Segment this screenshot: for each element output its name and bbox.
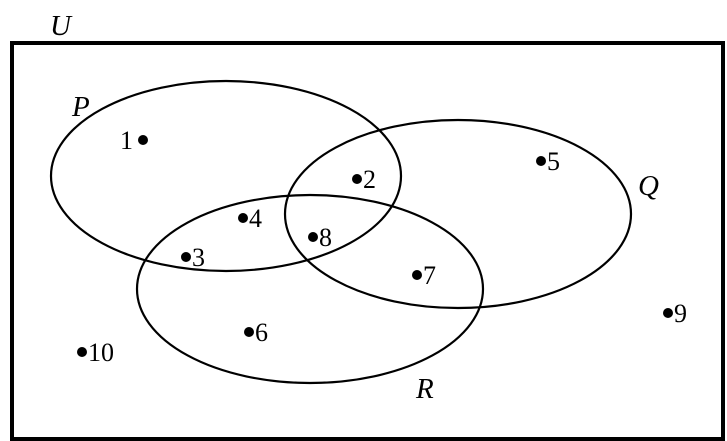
set-r-ellipse [135, 193, 485, 385]
element-8: 8 [308, 223, 332, 252]
element-dot [308, 232, 318, 242]
element-dot [77, 347, 87, 357]
universe-rectangle [10, 41, 725, 441]
element-dot [352, 174, 362, 184]
element-label: 3 [192, 243, 205, 272]
element-label: 6 [255, 318, 268, 347]
element-2: 2 [352, 165, 376, 194]
element-label: 4 [249, 204, 262, 233]
set-q-ellipse [283, 118, 633, 310]
element-dot [181, 252, 191, 262]
element-label: 2 [363, 165, 376, 194]
universe-label: U [50, 10, 73, 42]
element-9: 9 [663, 299, 687, 328]
element-dot [536, 156, 546, 166]
element-label: 8 [319, 223, 332, 252]
element-10: 10 [77, 338, 114, 367]
element-1: 1 [120, 126, 148, 155]
element-label: 10 [88, 338, 114, 367]
element-label: 9 [674, 299, 687, 328]
element-dot [412, 270, 422, 280]
element-dot [238, 213, 248, 223]
set-p-ellipse [49, 79, 403, 273]
element-3: 3 [181, 243, 205, 272]
set-r-label: R [415, 373, 434, 405]
element-4: 4 [238, 204, 262, 233]
element-6: 6 [244, 318, 268, 347]
set-p-label: P [71, 91, 90, 123]
element-label: 7 [423, 261, 436, 290]
element-dot [244, 327, 254, 337]
element-label: 5 [547, 147, 560, 176]
element-7: 7 [412, 261, 436, 290]
element-label: 1 [120, 126, 133, 155]
set-q-label: Q [638, 170, 659, 202]
element-5: 5 [536, 147, 560, 176]
element-dot [663, 308, 673, 318]
element-dot [138, 135, 148, 145]
